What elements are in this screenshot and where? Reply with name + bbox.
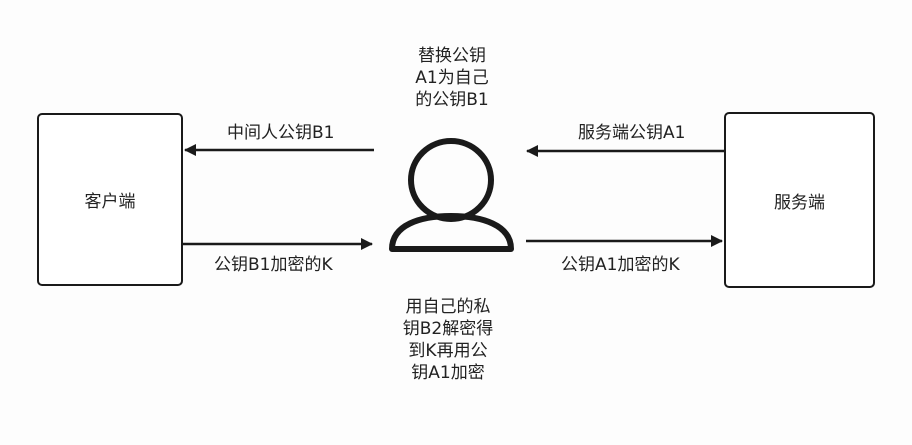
replace-key-note: 替换公钥 A1为自己 的公钥B1: [415, 46, 489, 110]
server-label: 服务端: [774, 192, 825, 213]
a1-encrypted-k-label: 公钥A1加密的K: [561, 255, 680, 275]
mitm-public-key-label: 中间人公钥B1: [227, 123, 335, 143]
decrypt-reencrypt-note: 用自己的私 钥B2解密得 到K再用公 钥A1加密: [402, 297, 494, 383]
server-public-key-label: 服务端公钥A1: [578, 123, 686, 143]
person-icon: [389, 138, 514, 252]
b1-encrypted-k-label: 公钥B1加密的K: [214, 255, 333, 275]
server-box: 服务端: [724, 112, 875, 288]
client-label: 客户端: [84, 192, 136, 212]
client-box: 客户端: [37, 113, 183, 286]
